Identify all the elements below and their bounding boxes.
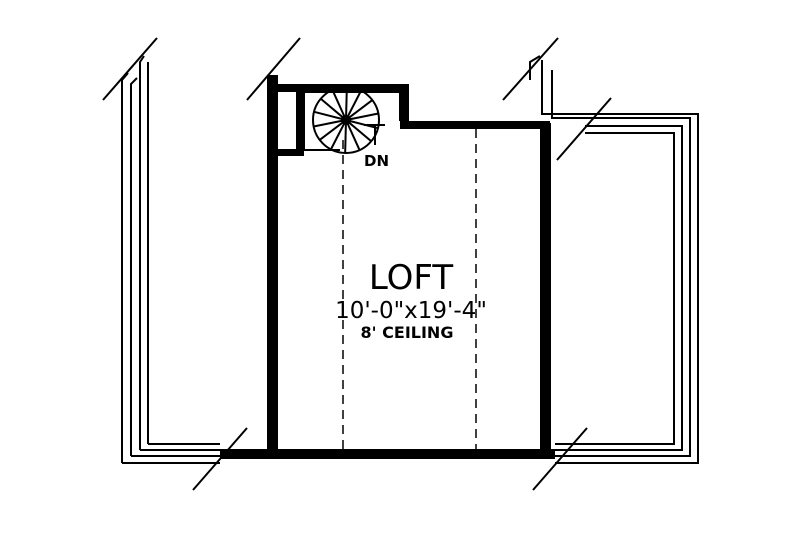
stair-tread xyxy=(348,121,372,142)
stair-tread xyxy=(345,86,348,117)
loft-wall-right xyxy=(540,123,551,458)
break-lines xyxy=(102,37,612,491)
room-name: LOFT xyxy=(369,258,453,298)
stair-tread xyxy=(344,123,347,154)
stair-tread xyxy=(313,110,343,120)
closet-wall xyxy=(296,84,304,156)
stair-tread xyxy=(331,89,346,117)
spiral-stair-icon xyxy=(312,86,380,154)
stair-tread xyxy=(346,90,362,117)
right-outer-wall xyxy=(529,55,699,464)
stair-tread xyxy=(346,123,361,151)
stair-direction-label: DN xyxy=(364,152,389,170)
stair-tread xyxy=(349,112,379,121)
room-dimensions: 10'-0"x19'-4" xyxy=(335,298,487,324)
loft-wall-left xyxy=(267,75,278,458)
closet-wall-bottom xyxy=(267,149,304,156)
dashed-lines xyxy=(342,129,477,449)
stair-tread xyxy=(348,99,373,119)
stair-wall-right xyxy=(400,84,409,126)
left-outer-wall xyxy=(121,55,220,464)
loft-wall-top xyxy=(400,121,550,129)
stair-tread xyxy=(319,121,344,141)
stair-tread xyxy=(330,123,346,150)
stair-tread xyxy=(320,98,344,119)
loft-wall-bottom xyxy=(220,449,555,459)
room-ceiling: 8' CEILING xyxy=(361,323,454,342)
stair-tread xyxy=(313,119,343,128)
down-arrow-icon xyxy=(364,124,385,145)
stair-tread xyxy=(349,120,379,130)
